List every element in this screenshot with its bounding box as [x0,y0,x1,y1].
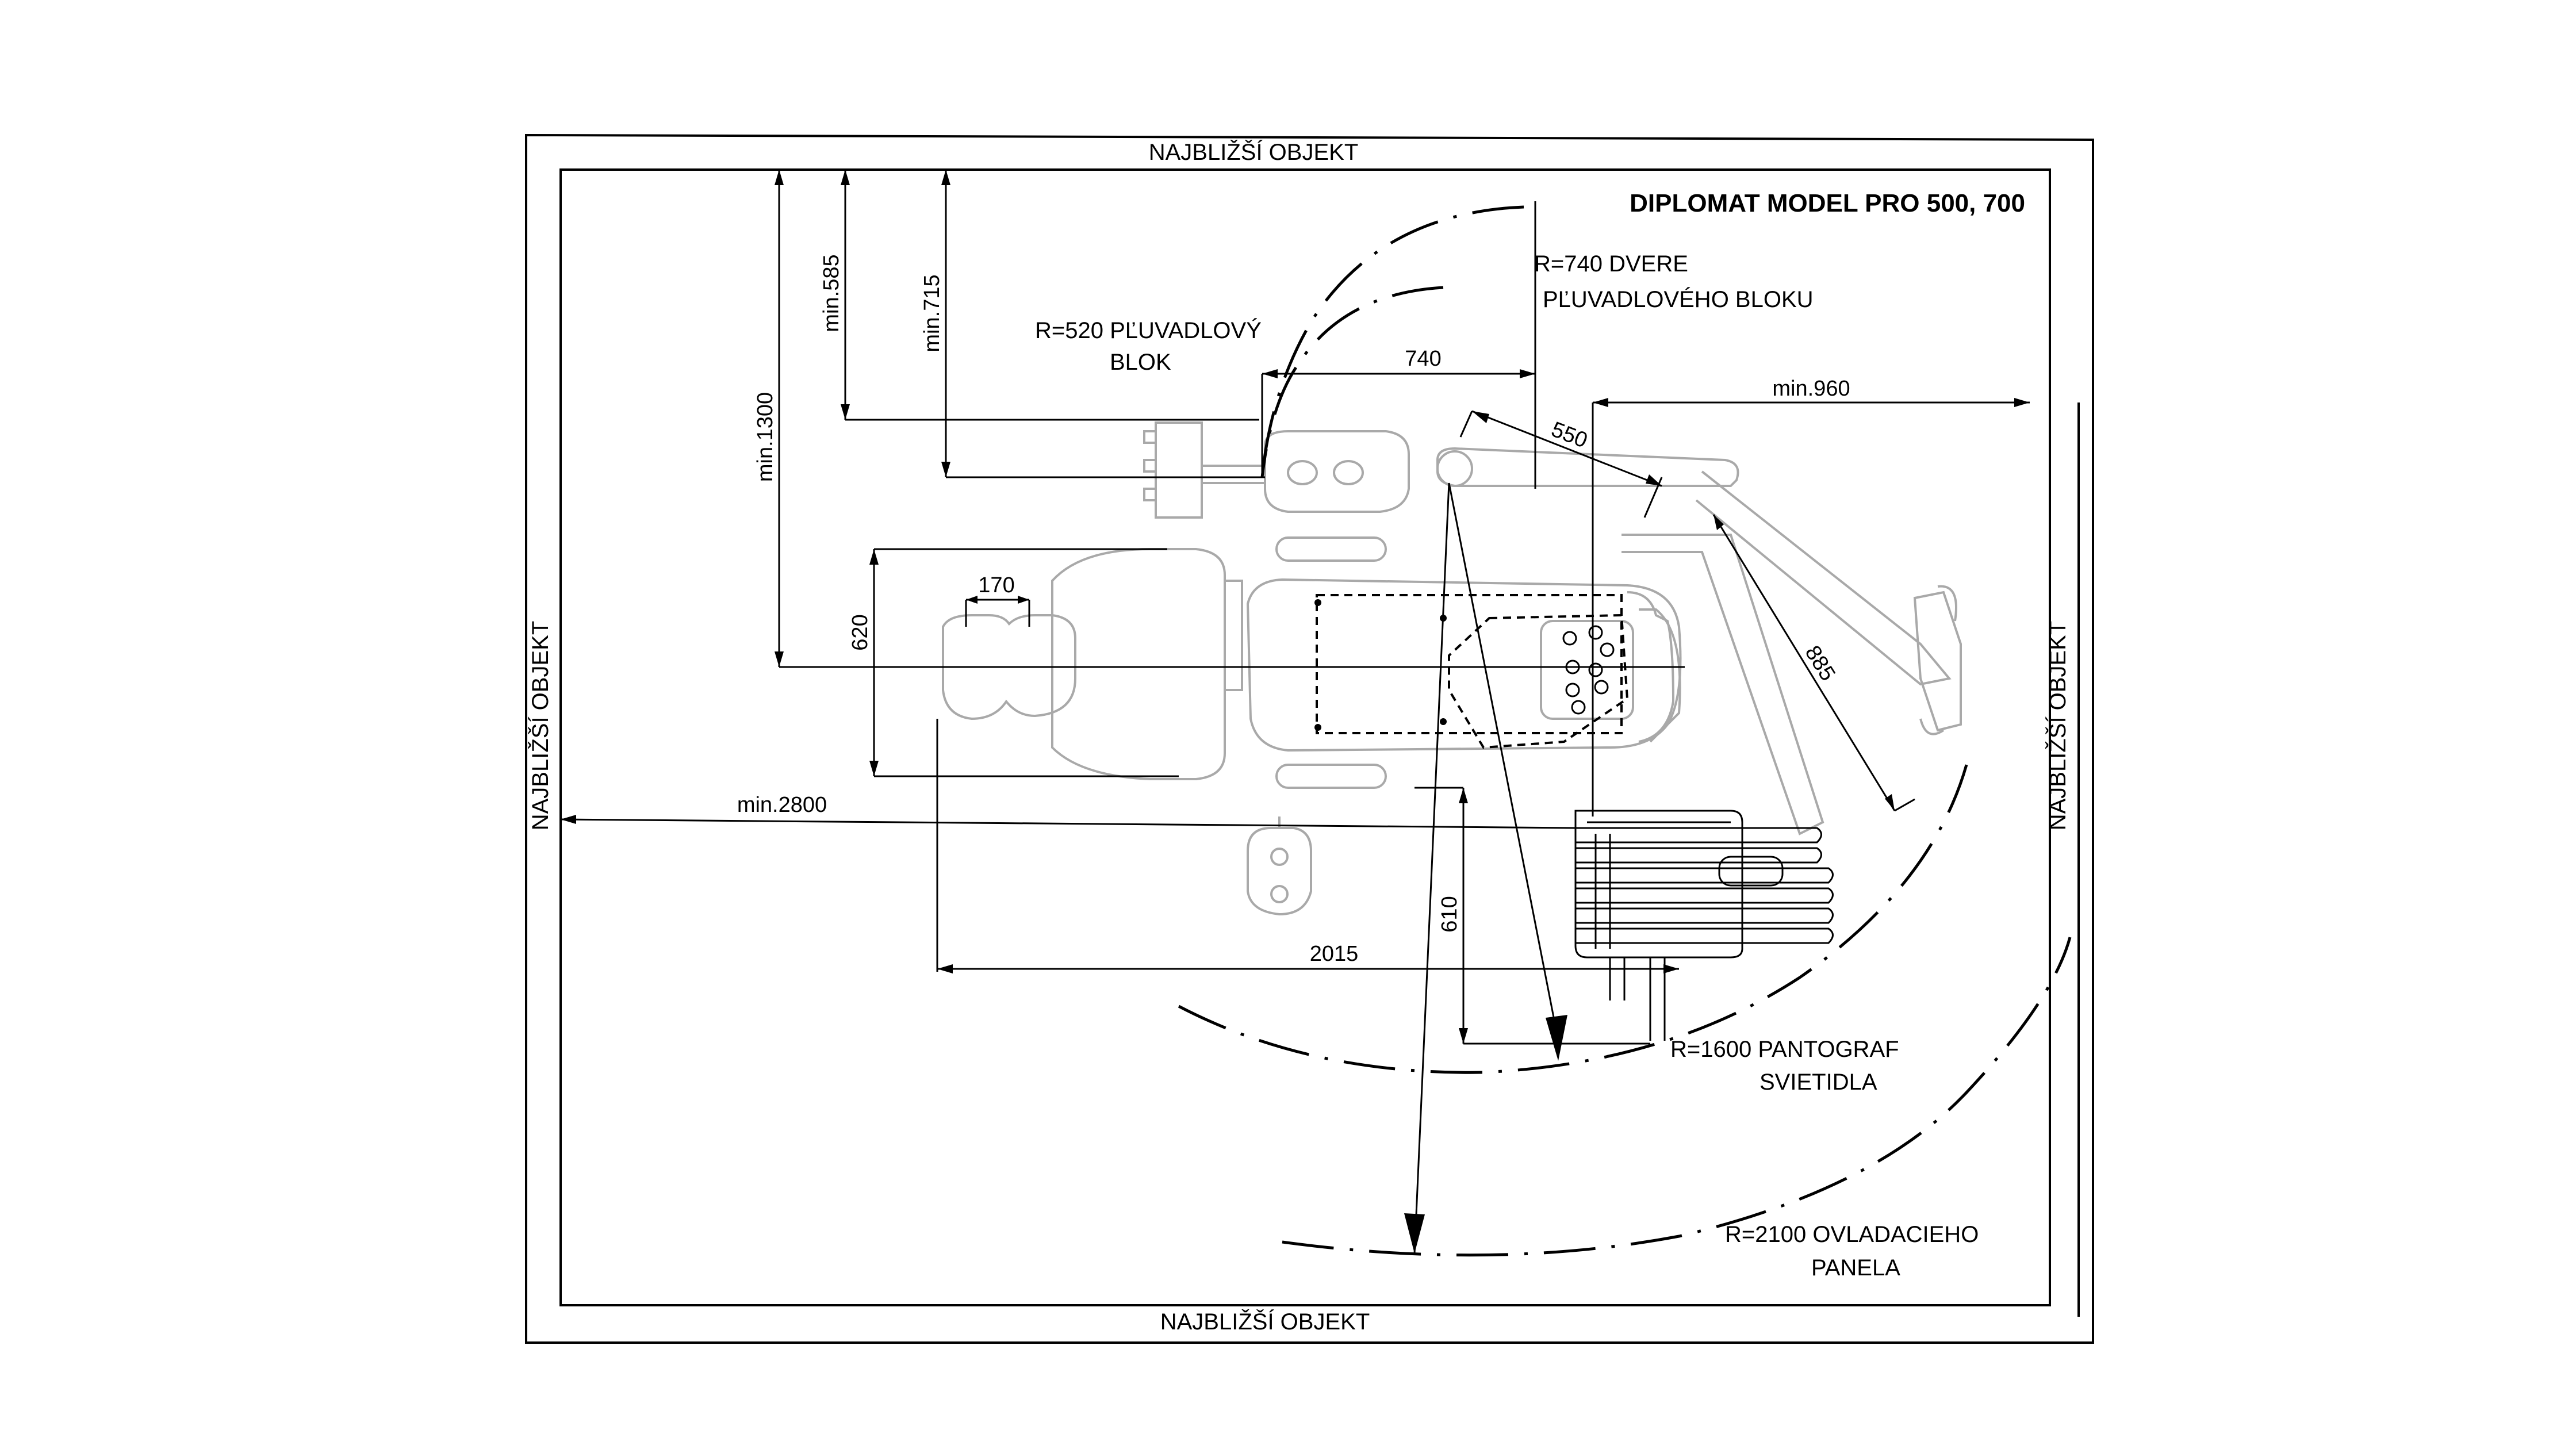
left-boundary-label: NAJBLIŽŠÍ OBJEKT [527,621,553,831]
label-r520-line1: R=520 PĽUVADLOVÝ [1035,317,1262,343]
top-boundary-label: NAJBLIŽŠÍ OBJEKT [1149,139,1359,165]
cuspidor-arm [1202,465,1265,484]
bottom-boundary-label: NAJBLIŽŠÍ OBJEKT [1160,1309,1370,1335]
base-plate [1316,594,1623,734]
cuspidor-block [1155,421,1203,519]
label-r2100-line1: R=2100 OVLADACIEHO [1725,1222,1979,1247]
dim-min960: min.960 [1772,377,1850,401]
arc-r520-cuspidor-block [1260,286,1444,478]
headrest [942,614,1076,720]
control-knobs [1562,625,1615,715]
leg-rest [1639,608,1681,743]
dim-885: 885 [1800,642,1840,685]
cuspidor-cup [1333,460,1364,485]
pantograph-arm [1695,470,1952,686]
cuspidor-bowl [1264,430,1410,513]
dim-min1300: min.1300 [753,392,777,482]
label-r740-line2: PĽUVADLOVÉHO BLOKU [1543,286,1814,312]
label-r520-line2: BLOK [1110,350,1171,375]
dim-min2800: min.2800 [737,793,827,817]
dim-620: 620 [848,614,872,650]
base-marks [1314,599,1447,731]
armrest-lower [1275,764,1387,789]
arrowheads [561,170,2030,1254]
label-r2100-line2: PANELA [1811,1255,1900,1281]
arc-r1600-pantograph [1178,764,1968,1074]
dim-550: 550 [1548,417,1590,453]
dim-min715: min.715 [920,274,944,352]
dim-170: 170 [978,573,1014,597]
cuspidor-gripper [1143,430,1156,501]
control-panel [1540,620,1634,720]
foot-control [1247,827,1312,916]
drawing-title: DIPLOMAT MODEL PRO 500, 700 [1630,189,2025,217]
instrument-table [1574,810,1834,1041]
dim-740: 740 [1405,347,1441,371]
chair-base [1448,614,1629,749]
dimension-lines [560,170,2030,1254]
dim-610: 610 [1438,896,1462,932]
label-r1600-line2: SVIETIDLA [1759,1070,1877,1095]
arc-r2100-control-panel [1282,937,2072,1257]
right-boundary-label: NAJBLIŽŠÍ OBJEKT [2045,621,2071,831]
foot-control-button-top [1270,848,1289,866]
armrest-upper [1275,536,1387,562]
outer-frame [525,133,2094,1344]
dim-min585: min.585 [819,254,844,332]
operating-light-handle [1919,585,1957,735]
label-r1600-line1: R=1600 PANTOGRAF [1670,1037,1899,1062]
cuspidor-drain [1287,460,1318,485]
backrest [1051,548,1226,780]
arc-r740-cuspidor-door [1260,205,1524,478]
foot-control-button-bottom [1270,885,1289,903]
seat [1246,578,1682,752]
nearest-object-boundary [559,168,2051,1306]
label-r740-line1: R=740 DVERE [1534,251,1688,277]
operating-light [1913,591,1962,732]
backrest-joint [1225,580,1243,691]
light-arm [1436,447,1739,487]
dim-2015: 2015 [1310,942,1359,966]
light-arm-pivot [1436,450,1473,487]
